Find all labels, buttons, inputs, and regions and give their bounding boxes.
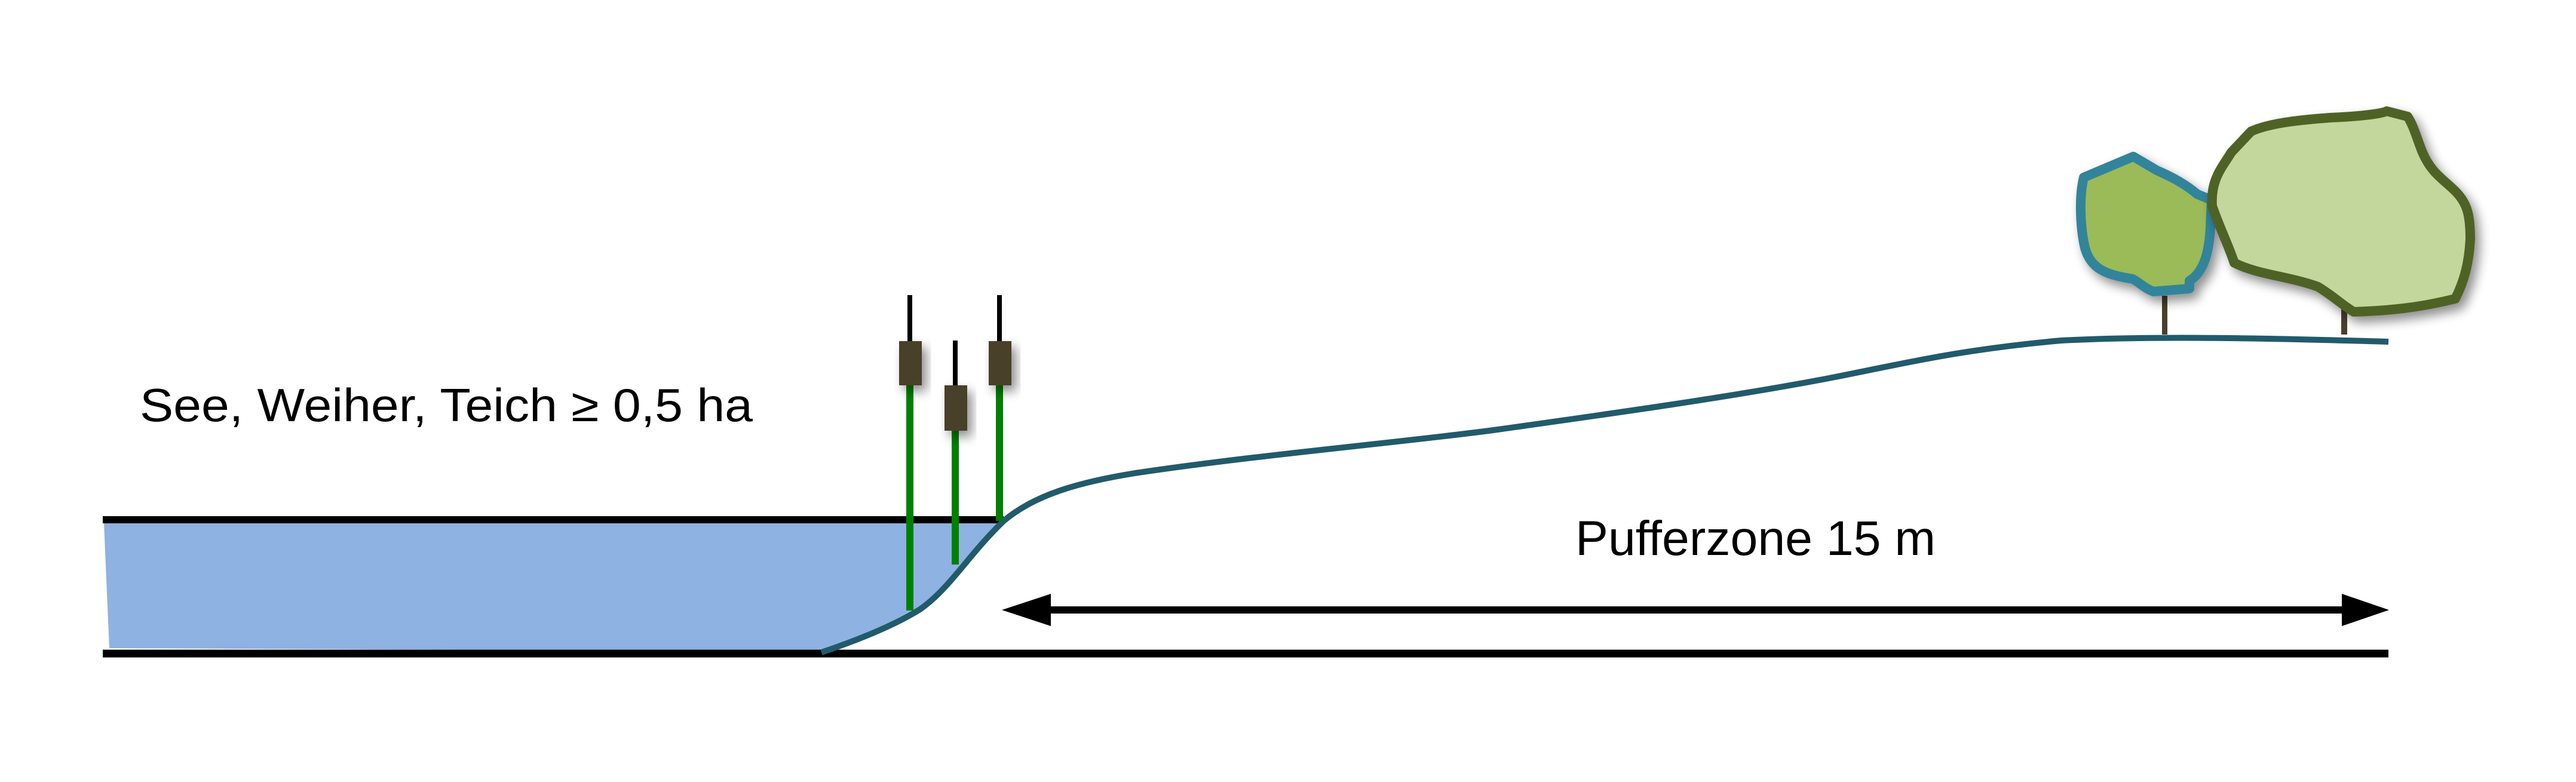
tree-icon <box>2207 106 2475 335</box>
trunk <box>2162 296 2167 335</box>
buffer-zone-label: Pufferzone 15 m <box>1575 511 1936 566</box>
reed-icon <box>989 295 1011 521</box>
tree-icon <box>2075 152 2216 335</box>
terrain-profile <box>820 335 2389 655</box>
reed-icon <box>944 341 967 565</box>
reed-icon <box>899 295 922 611</box>
water-body <box>104 523 1001 652</box>
double-arrow-icon <box>1002 594 2389 626</box>
tree-small-crown <box>2075 152 2216 296</box>
water-body-label: See, Weiher, Teich ≥ 0,5 ha <box>140 379 753 431</box>
tree-large-crown <box>2207 106 2475 317</box>
trunk <box>2341 296 2347 335</box>
